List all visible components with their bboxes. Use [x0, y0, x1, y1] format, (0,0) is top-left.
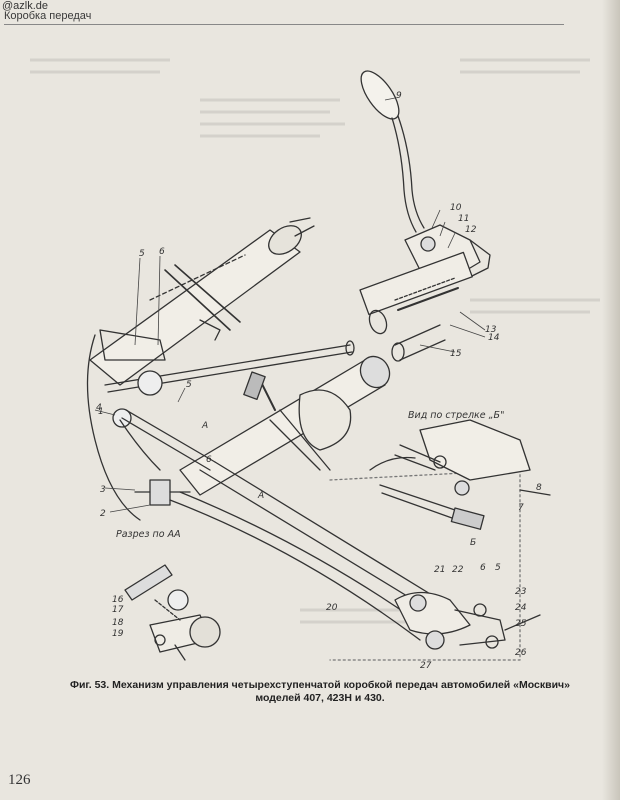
label-a1: А [201, 421, 208, 431]
part-labels: 1 2 3 4 5 6 5 6 9 10 11 12 13 14 15 16 1… [96, 91, 542, 671]
label-20: 20 [326, 603, 338, 613]
label-5b: 5 [186, 380, 192, 390]
label-25: 25 [515, 619, 527, 629]
label-4: 1 [98, 407, 104, 417]
label-15: 15 [450, 349, 462, 359]
label-14: 14 [488, 333, 500, 343]
column-tube-upper [89, 217, 315, 386]
label-22: 22 [452, 565, 464, 575]
column-tube-lower [179, 355, 391, 496]
label-17: 17 [112, 605, 124, 615]
upper-shaft [359, 251, 473, 362]
label-9: 9 [396, 91, 402, 101]
label-10: 10 [450, 203, 462, 213]
label-a2: А [257, 491, 264, 501]
label-5c: 5 [495, 563, 501, 573]
site-watermark: @azlk.de [2, 0, 49, 12]
view-b-assembly [369, 419, 551, 530]
figure-caption: Фиг. 53. Механизм управления четырехступ… [60, 679, 580, 705]
label-12: 12 [465, 225, 477, 235]
label-27: 27 [420, 661, 432, 671]
label-16: 16 [112, 595, 124, 605]
label-2: 2 [100, 509, 106, 519]
lower-right-assembly [329, 469, 541, 661]
label-4b: 4 [96, 403, 102, 413]
label-24: 24 [515, 603, 527, 613]
view-b-label: Вид по стрелке „Б" [408, 410, 504, 421]
label-19: 19 [112, 629, 124, 639]
label-6: 6 [159, 247, 165, 257]
lower-linkage [86, 329, 216, 521]
caption-line-1: Фиг. 53. Механизм управления четырехступ… [70, 679, 570, 691]
caption-line-2: моделей 407, 423Н и 430. [255, 692, 385, 704]
label-8: 8 [536, 483, 542, 493]
label-6b: 6 [206, 455, 212, 465]
label-18: 18 [112, 618, 124, 628]
label-b: Б [470, 538, 476, 548]
lever-knob [360, 70, 425, 233]
label-3: 3 [100, 485, 106, 495]
label-23: 23 [515, 587, 527, 597]
label-6c: 6 [480, 563, 486, 573]
header-rule [4, 24, 564, 25]
label-21: 21 [434, 565, 445, 575]
leader-lines [94, 97, 486, 513]
page-number: 126 [8, 772, 31, 788]
label-13: 13 [485, 325, 497, 335]
label-7: 7 [518, 503, 524, 513]
label-11: 11 [458, 214, 469, 224]
label-5: 5 [139, 249, 145, 259]
section-aa-detail [124, 564, 221, 661]
running-header: Коробка передач [4, 10, 92, 22]
label-26: 26 [515, 648, 527, 658]
page-edge-shadow [602, 0, 620, 800]
show-through-text [30, 58, 600, 624]
section-aa-label: Разрез по АА [116, 529, 181, 540]
